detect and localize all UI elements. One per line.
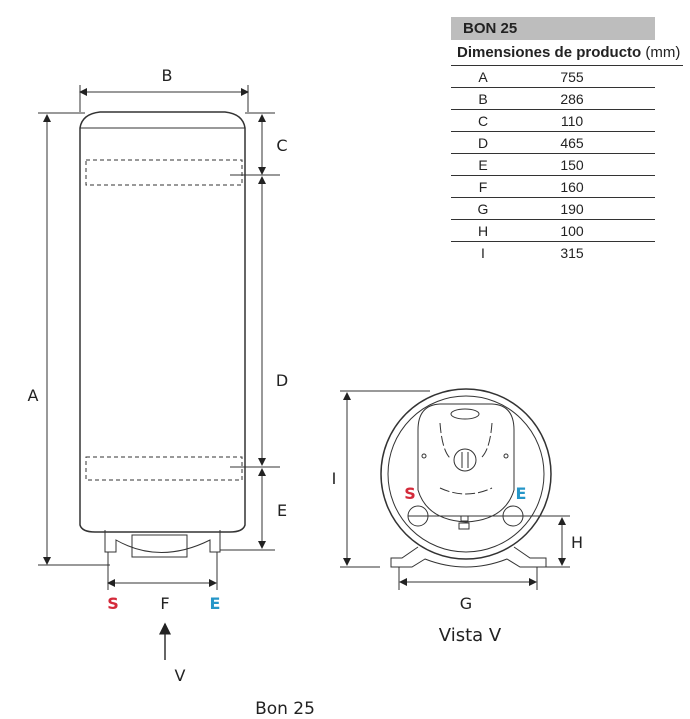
side-view-caption: Bon 25: [255, 699, 315, 719]
dimension-value: 755: [560, 69, 584, 85]
dim-label-e: E: [277, 501, 287, 520]
front-view-caption: Vista V: [439, 625, 502, 646]
dimension-value: 465: [560, 135, 584, 151]
table-row: B 286: [451, 88, 655, 110]
table-subtitle: Dimensiones de producto (mm): [451, 40, 683, 66]
dimension-value: 110: [560, 113, 584, 129]
dimension-value: 150: [560, 157, 584, 173]
dim-label-d: D: [276, 371, 288, 390]
inlet-label: E: [210, 594, 221, 613]
dimension-value: 190: [560, 201, 584, 217]
dimension-value: 100: [560, 223, 584, 239]
dimension-key: C: [477, 113, 489, 129]
table-row: I 315: [451, 242, 655, 263]
dimension-key: F: [478, 179, 488, 195]
dimensions-table: BON 25 Dimensiones de producto (mm) A 755…: [451, 17, 683, 263]
dim-label-f: F: [160, 594, 169, 613]
outlet-label: S: [107, 594, 119, 613]
unit-text: (mm): [645, 44, 681, 61]
dimension-value: 286: [560, 91, 584, 107]
dimension-key: A: [478, 69, 488, 85]
subtitle-text: Dimensiones de producto: [457, 44, 642, 61]
dimension-key: D: [477, 135, 489, 151]
table-row: G 190: [451, 198, 655, 220]
dim-label-c: C: [276, 136, 287, 155]
dim-label-b: B: [162, 66, 173, 85]
dimension-key: I: [481, 245, 485, 261]
dim-label-i: I: [332, 469, 337, 488]
table-row: C 110: [451, 110, 655, 132]
front-outlet-label: S: [404, 484, 416, 503]
dimension-key: B: [478, 91, 488, 107]
view-label: V: [175, 666, 186, 685]
table-row: F 160: [451, 176, 655, 198]
dim-label-h: H: [571, 533, 583, 552]
table-row: H 100: [451, 220, 655, 242]
dimension-key: G: [477, 201, 489, 217]
table-title: BON 25: [451, 17, 655, 40]
dimension-value: 315: [560, 245, 584, 261]
tank-front-view: [380, 388, 552, 568]
dim-label-a: A: [28, 386, 39, 405]
table-row: A 755: [451, 66, 655, 88]
table-row: D 465: [451, 132, 655, 154]
dimension-key: H: [477, 223, 489, 239]
table-row: E 150: [451, 154, 655, 176]
dim-label-g: G: [460, 594, 472, 613]
tank-side-view: [79, 111, 246, 558]
dimension-value: 160: [560, 179, 584, 195]
dimension-key: E: [478, 157, 488, 173]
front-inlet-label: E: [516, 484, 527, 503]
